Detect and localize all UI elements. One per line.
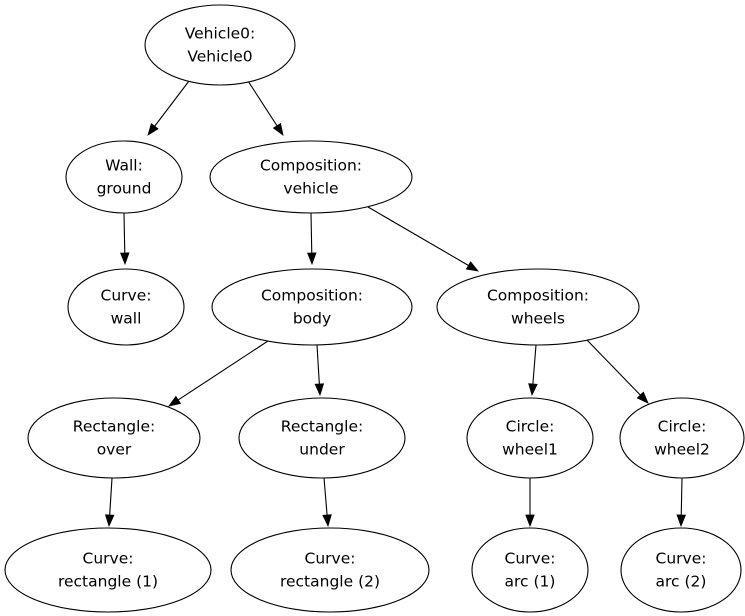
edge-line — [316, 344, 320, 385]
node-label-line1: Wall: — [105, 157, 143, 175]
node-label-line1: Curve: — [101, 287, 152, 305]
edge-arrowhead — [272, 122, 284, 136]
node-label-line2: wheel2 — [654, 441, 710, 459]
node-label-line2: wheel1 — [502, 441, 558, 459]
node-label-line1: Rectangle: — [281, 418, 363, 436]
node-curve_arc_1[interactable]: Curve: arc (1) — [471, 527, 589, 613]
edge-over-rect1 — [104, 477, 115, 528]
node-ellipse[interactable] — [230, 527, 430, 613]
node-ellipse[interactable] — [436, 268, 640, 346]
edge-line — [247, 80, 278, 127]
node-label-line2: over — [97, 441, 132, 459]
node-curve_arc_2[interactable]: Curve: arc (2) — [620, 527, 742, 613]
node-circle_wheel2[interactable]: Circle: wheel2 — [619, 397, 745, 479]
node-label-line2: arc (2) — [656, 573, 707, 591]
node-ellipse[interactable] — [27, 397, 201, 479]
node-label-line1: Composition: — [261, 287, 363, 305]
edge-line — [680, 477, 683, 516]
node-label-line1: Vehicle0: — [185, 25, 256, 43]
node-label-line2: body — [293, 310, 331, 328]
node-label-line2: vehicle — [283, 180, 338, 198]
node-label-line2: under — [299, 441, 345, 459]
edge-arrowhead — [322, 514, 332, 528]
node-composition_body[interactable]: Composition: body — [211, 268, 413, 346]
edge-arrowhead — [147, 123, 159, 136]
node-ellipse[interactable] — [471, 527, 589, 613]
edge-vehicle0-wall — [147, 80, 190, 136]
node-wall_ground[interactable]: Wall: ground — [65, 140, 183, 214]
node-curve_rectangle_1[interactable]: Curve: rectangle (1) — [4, 527, 212, 613]
edge-arrowhead — [528, 383, 538, 397]
edge-arrowhead — [636, 391, 649, 404]
node-rectangle_under[interactable]: Rectangle: under — [238, 397, 406, 479]
edge-line — [310, 212, 313, 254]
edge-wheels-wheel2 — [585, 338, 649, 404]
edge-vehicle0-composition-vehicle — [247, 80, 284, 136]
edge-body-under — [314, 344, 325, 397]
edge-arrowhead — [314, 383, 325, 397]
node-ellipse[interactable] — [211, 268, 413, 346]
edge-line — [177, 338, 272, 401]
node-ellipse[interactable] — [67, 268, 185, 346]
node-circle_wheel1[interactable]: Circle: wheel1 — [466, 397, 594, 479]
node-label-line1: Curve: — [656, 550, 707, 568]
node-label-line2: wall — [111, 310, 142, 328]
edge-under-rect2 — [322, 477, 332, 528]
node-ellipse[interactable] — [466, 397, 594, 479]
edge-arrowhead — [104, 514, 115, 528]
node-ellipse[interactable] — [65, 140, 183, 214]
node-vehicle0[interactable]: Vehicle0: Vehicle0 — [144, 4, 296, 86]
edge-line — [367, 206, 469, 266]
node-label-line2: wheels — [511, 310, 565, 328]
node-ellipse[interactable] — [238, 397, 406, 479]
edge-line — [123, 212, 126, 254]
edge-arrowhead — [307, 252, 317, 266]
edge-arrowhead — [168, 395, 182, 407]
node-label-line2: rectangle (2) — [280, 573, 380, 591]
node-label-line1: Curve: — [505, 550, 556, 568]
node-composition_vehicle[interactable]: Composition: vehicle — [209, 140, 413, 214]
edge-wheels-wheel1 — [528, 344, 538, 397]
node-label-line1: Circle: — [506, 418, 555, 436]
edge-line — [109, 477, 113, 516]
edge-arrowhead — [465, 261, 479, 272]
edge-arrowhead — [676, 514, 687, 528]
node-label-line2: ground — [97, 180, 152, 198]
edge-arrowhead — [525, 514, 535, 528]
node-label-line1: Curve: — [83, 550, 134, 568]
node-label-line1: Composition: — [487, 287, 589, 305]
node-label-line2: Vehicle0 — [187, 48, 252, 66]
node-curve_rectangle_2[interactable]: Curve: rectangle (2) — [230, 527, 430, 613]
node-ellipse[interactable] — [620, 527, 742, 613]
edge-arrowhead — [120, 252, 130, 266]
edge-vehicle-wheels — [367, 206, 479, 272]
edge-line — [532, 344, 537, 385]
node-label-line2: arc (1) — [505, 573, 556, 591]
node-rectangle_over[interactable]: Rectangle: over — [27, 397, 201, 479]
edge-line — [585, 338, 641, 396]
node-label-line1: Composition: — [260, 157, 362, 175]
node-curve_wall[interactable]: Curve: wall — [67, 268, 185, 346]
edge-body-over — [168, 338, 272, 407]
edge-wheel2-arc2 — [676, 477, 687, 528]
nodes-layer: Vehicle0:Vehicle0Wall:groundComposition:… — [4, 4, 745, 613]
edge-vehicle-body — [307, 212, 317, 266]
node-ellipse[interactable] — [144, 4, 296, 86]
node-composition_wheels[interactable]: Composition: wheels — [436, 268, 640, 346]
node-label-line1: Circle: — [658, 418, 707, 436]
edge-line — [323, 477, 328, 516]
edges-layer — [104, 80, 687, 528]
edge-wall-curve-wall — [120, 212, 130, 266]
edge-wheel1-arc1 — [525, 478, 535, 528]
node-ellipse[interactable] — [209, 140, 413, 214]
edge-line — [154, 80, 190, 127]
node-label-line1: Rectangle: — [73, 418, 155, 436]
node-label-line1: Curve: — [305, 550, 356, 568]
node-ellipse[interactable] — [4, 527, 212, 613]
node-label-line2: rectangle (1) — [58, 573, 158, 591]
node-ellipse[interactable] — [619, 397, 745, 479]
